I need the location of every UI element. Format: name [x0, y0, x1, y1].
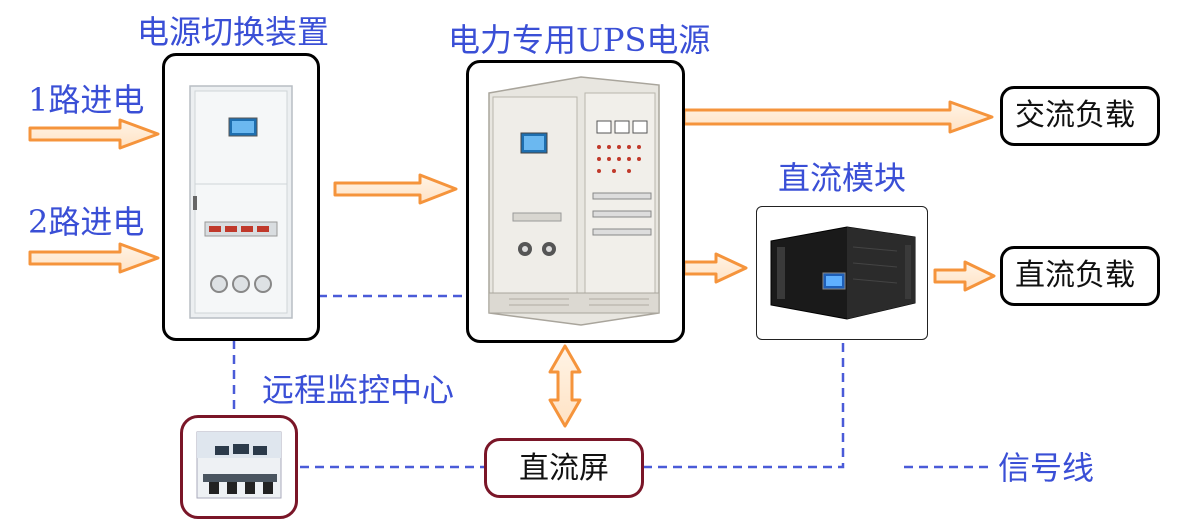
dc-load-label: 直流负载 [1015, 258, 1135, 293]
input-1-arrow [28, 118, 160, 150]
signal-line-legend-label: 信号线 [998, 449, 1095, 487]
switch-cabinet-image [189, 85, 293, 319]
dc-module-title: 直流模块 [778, 159, 907, 197]
dc-load-box: 直流负载 [1000, 246, 1160, 306]
input-1-label: 1路进电 [28, 81, 145, 119]
ups-to-dc-module-arrow [682, 252, 748, 284]
remote-monitor-label: 远程监控中心 [262, 371, 455, 409]
ups-power-box [466, 60, 685, 343]
dc-panel-box: 直流屏 [484, 438, 644, 498]
switch-device-title: 电源切换装置 [137, 13, 330, 51]
monitor-room-image [196, 431, 282, 499]
switch-to-ups-arrow [333, 173, 458, 205]
signal-panel-module [643, 340, 845, 469]
ups-power-title: 电力专用UPS电源 [448, 21, 711, 59]
ups-to-ac-load-arrow [682, 100, 994, 134]
input-2-arrow [28, 242, 160, 274]
dc-panel-label: 直流屏 [519, 451, 609, 486]
ups-cabinet-image [488, 76, 660, 326]
dc-module-box [756, 206, 928, 340]
dc-module-to-dc-load-arrow [933, 260, 996, 292]
dc-module-image [770, 226, 916, 320]
ac-load-label: 交流负载 [1015, 98, 1135, 133]
ac-load-box: 交流负载 [1000, 86, 1160, 146]
ups-dc-panel-double-arrow [548, 344, 582, 428]
switch-device-box [162, 53, 320, 341]
input-2-label: 2路进电 [28, 203, 145, 241]
remote-monitor-box [180, 415, 298, 519]
